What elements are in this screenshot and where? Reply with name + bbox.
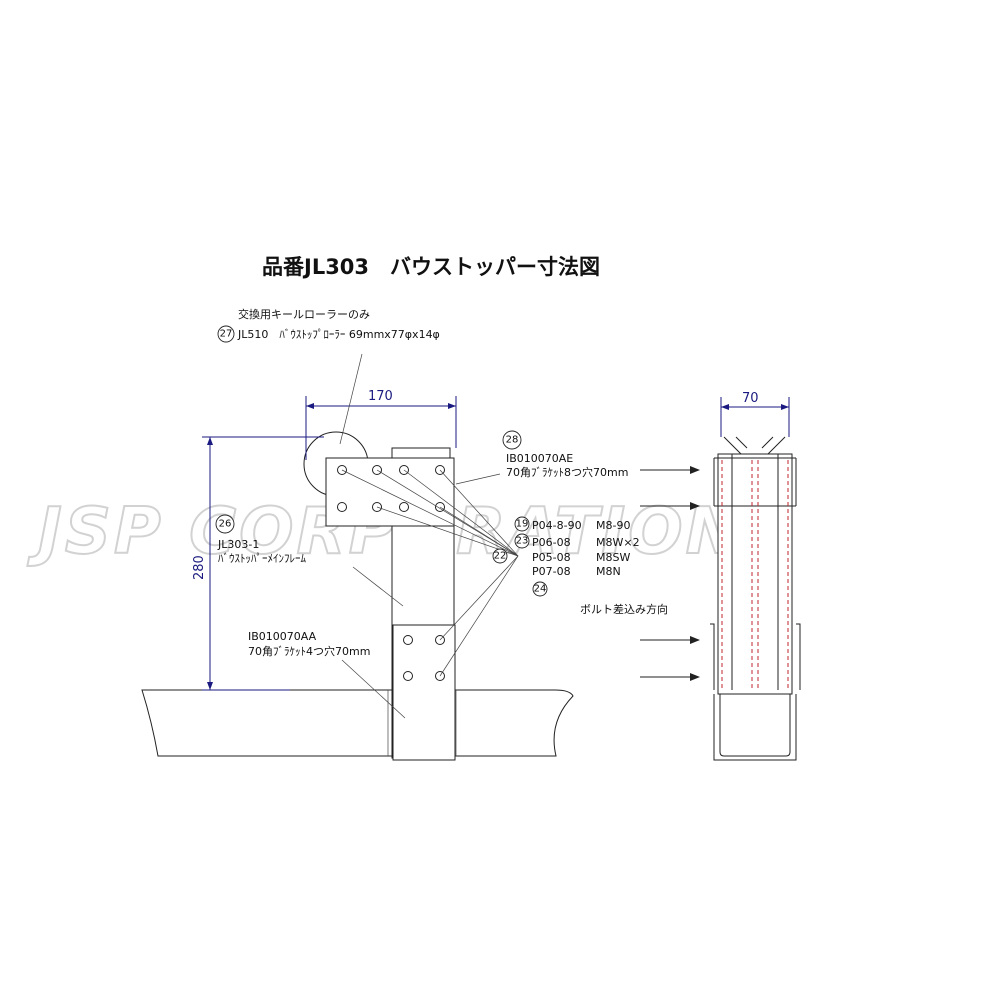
dimension-height-label: 280: [192, 555, 207, 580]
main-frame-number-circle: [215, 514, 235, 534]
upper-bracket-code: IB010070AE: [506, 452, 573, 465]
page-title: 品番JL303 バウストッパー寸法図: [262, 255, 600, 279]
hardware-code: P06-08: [532, 536, 571, 549]
upper-bracket-number-circle: [502, 430, 522, 450]
lower-bracket-desc: 70角ﾌﾞﾗｹｯﾄ4つ穴70mm: [248, 644, 370, 658]
main-frame-desc: ﾊﾞｳｽﾄｯﾊﾟｰﾒｲﾝﾌﾚｰﾑ: [218, 552, 306, 565]
hardware-spec: M8-90: [596, 519, 630, 532]
hardware-code: P04-8-90: [532, 519, 582, 532]
upper-bracket-desc: 70角ﾌﾞﾗｹｯﾄ8つ穴70mm: [506, 465, 628, 479]
roller-number-circle: [217, 325, 235, 343]
roller-heading: 交換用キールローラーのみ: [238, 307, 370, 321]
hardware-spec: M8W×2: [596, 536, 640, 549]
lower-bracket-code: IB010070AA: [248, 630, 317, 643]
bolt-direction-label: ボルト差込み方向: [580, 602, 668, 616]
hardware-spec: M8SW: [596, 551, 630, 564]
roller-number: 27: [220, 329, 233, 340]
bolt-direction-arrows: [640, 466, 700, 681]
dimension-side-width-label: 70: [742, 391, 759, 406]
side-view: 70: [710, 391, 801, 761]
upper-bracket-number: 28: [506, 435, 519, 446]
side-body: [717, 453, 793, 695]
hardware-number: 22: [494, 551, 507, 562]
lower-bracket: [392, 624, 456, 761]
hardware-spec: M8N: [596, 565, 621, 578]
hardware-number: 23: [516, 536, 529, 547]
leader-lines: [339, 353, 519, 719]
hardware-code: P05-08: [532, 551, 571, 564]
hull-beam: [141, 689, 574, 757]
dimension-280: 280: [192, 436, 324, 691]
hardware-number: 24: [534, 584, 547, 595]
main-frame-number: 26: [219, 519, 232, 530]
front-view: [141, 431, 574, 761]
dimension-width-label: 170: [368, 389, 393, 404]
hardware-list: 19 P04-8-90 M8-90 23 P06-08 M8W×2 22 P05…: [492, 516, 640, 597]
main-frame-code: JL303-1: [217, 538, 259, 551]
dimension-170: 170: [305, 389, 457, 460]
hardware-code: P07-08: [532, 565, 571, 578]
hardware-number: 19: [516, 519, 529, 530]
roller-part: JL510 ﾊﾞｳｽﾄｯﾌﾟﾛｰﾗｰ 69mmx77φx14φ: [237, 328, 440, 341]
